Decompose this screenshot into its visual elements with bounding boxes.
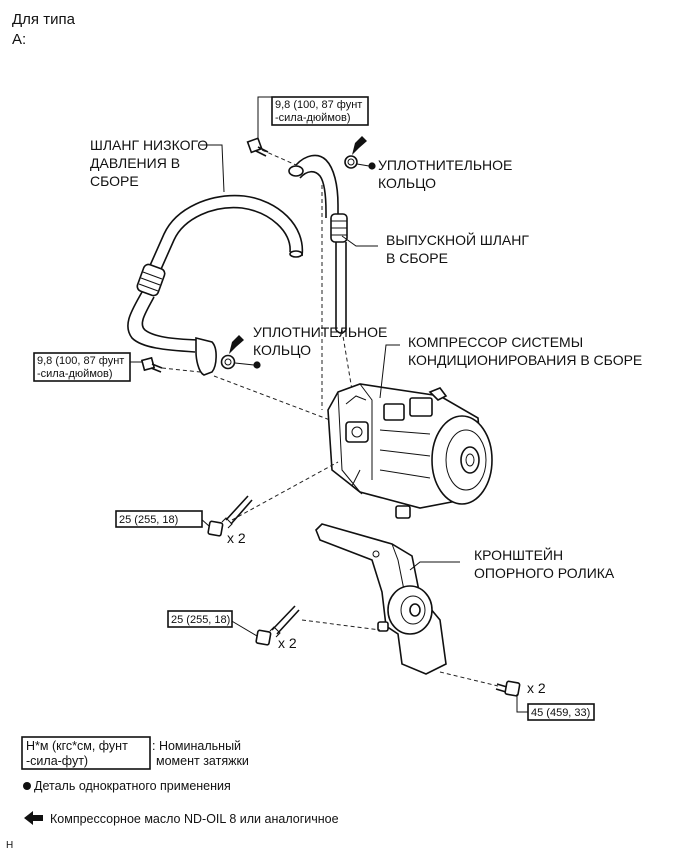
o-ring-lower-label-2: КОЛЬЦО bbox=[253, 342, 311, 358]
discharge-hose-label-1: ВЫПУСКНОЙ ШЛАНГ bbox=[386, 231, 529, 248]
torque-lower-value: 45 (459, 33) bbox=[531, 707, 590, 719]
torque-compressor-value: 25 (255, 18) bbox=[119, 514, 178, 526]
header-line-1: Для типа bbox=[12, 11, 76, 28]
legend-torque-unit-1: Н*м (кгс*см, фунт bbox=[26, 739, 128, 753]
bracket-bolt bbox=[255, 605, 300, 646]
legend-oil: Компрессорное масло ND-OIL 8 или аналоги… bbox=[50, 812, 339, 826]
legend-torque-unit-2: -сила-фут) bbox=[26, 754, 88, 768]
legend-dot-icon bbox=[23, 782, 31, 790]
idler-bracket-label-2: ОПОРНОГО РОЛИКА bbox=[474, 565, 615, 581]
upper-bolt bbox=[246, 137, 269, 157]
qty-compressor-bolt: x 2 bbox=[227, 530, 246, 546]
header-line-2: A: bbox=[12, 31, 26, 48]
qty-bracket-bolt: x 2 bbox=[278, 635, 297, 651]
discharge-hose-assembly bbox=[288, 154, 348, 334]
legend-torque-desc-1: : Номинальный bbox=[152, 739, 241, 753]
low-pressure-hose-label-2: ДАВЛЕНИЯ В bbox=[90, 155, 180, 171]
low-pressure-hose-assembly bbox=[127, 194, 304, 376]
legend-non-reusable: Деталь однократного применения bbox=[34, 779, 231, 793]
torque-left-line-1: 9,8 (100, 87 фунт bbox=[37, 355, 124, 367]
compressor-bolt bbox=[207, 495, 253, 537]
leader-lines bbox=[110, 96, 518, 700]
ac-compressor-assembly bbox=[327, 383, 493, 519]
oil-arrow-upper-icon bbox=[352, 136, 367, 155]
torque-box-left bbox=[33, 352, 131, 382]
legend-oil-arrow-icon bbox=[24, 811, 43, 825]
o-ring-upper-label-2: КОЛЬЦО bbox=[378, 175, 436, 191]
oil-arrow-lower-icon bbox=[229, 335, 244, 354]
low-pressure-hose-label-3: СБОРЕ bbox=[90, 173, 139, 189]
torque-upper-line-1: 9,8 (100, 87 фунт bbox=[275, 99, 362, 111]
o-ring-upper-label-1: УПЛОТНИТЕЛЬНОЕ bbox=[378, 157, 512, 173]
qty-lower-bolt: x 2 bbox=[527, 680, 546, 696]
lower-bolt bbox=[495, 680, 521, 697]
low-pressure-hose-label-1: ШЛАНГ НИЗКОГО bbox=[90, 137, 208, 153]
torque-upper-line-2: -сила-дюймов) bbox=[275, 112, 351, 124]
idler-bracket-label-1: КРОНШТЕЙН bbox=[474, 546, 563, 563]
footer-mark: H bbox=[6, 840, 13, 851]
idler-pulley-bracket bbox=[315, 523, 447, 675]
legend-torque-desc-2: момент затяжки bbox=[156, 754, 249, 768]
torque-bracket-value: 25 (255, 18) bbox=[171, 614, 230, 626]
upper-o-ring bbox=[344, 155, 358, 169]
compressor-label-2: КОНДИЦИОНИРОВАНИЯ В СБОРЕ bbox=[408, 352, 642, 368]
torque-box-compressor bbox=[115, 510, 203, 528]
left-bolt bbox=[140, 356, 163, 373]
non-reusable-dot-upper bbox=[368, 162, 376, 170]
compressor-label-1: КОМПРЕССОР СИСТЕМЫ bbox=[408, 334, 583, 350]
legend-torque-box bbox=[21, 736, 151, 770]
discharge-hose-label-2: В СБОРЕ bbox=[386, 250, 448, 266]
o-ring-lower-label-1: УПЛОТНИТЕЛЬНОЕ bbox=[253, 324, 387, 340]
torque-box-bracket bbox=[167, 610, 233, 628]
torque-box-upper bbox=[271, 96, 369, 126]
lower-o-ring bbox=[220, 354, 236, 370]
non-reusable-dot-lower bbox=[253, 361, 261, 369]
torque-left-line-2: -сила-дюймов) bbox=[37, 368, 113, 380]
